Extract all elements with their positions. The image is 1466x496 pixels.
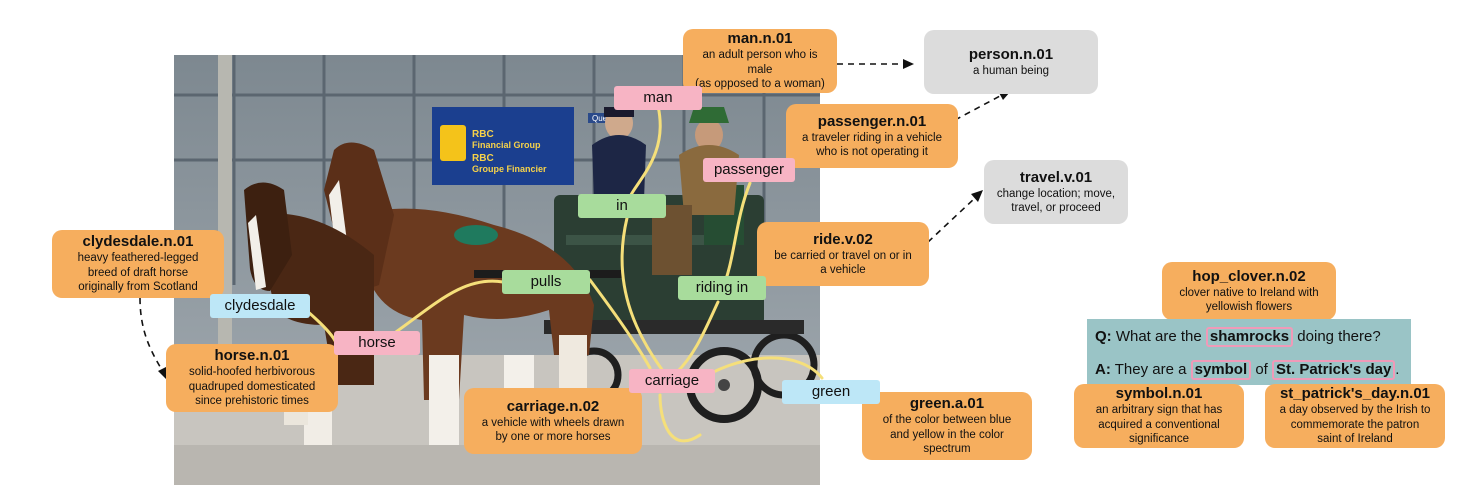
street-sign-text: Queen (592, 114, 616, 123)
edge-man-in (625, 104, 662, 207)
synset-desc: by one or more horses (495, 431, 611, 443)
arrowhead-horse (158, 367, 167, 380)
synset-desc: heavy feathered-legged (77, 252, 199, 265)
synset-title: horse.n.01 (214, 347, 290, 365)
arrowhead-travel (971, 190, 983, 202)
synset-desc: and yellow in the color (890, 428, 1004, 441)
sign-text-2: Financial Group (472, 140, 541, 150)
answer-text-end: . (1395, 361, 1400, 378)
synset-desc: an arbitrary sign that has (1095, 404, 1223, 417)
arrowhead-person (903, 59, 914, 69)
synset-title: person.n.01 (968, 45, 1054, 63)
synset-st-patricks-day: st_patrick's_day.n.01 a day observed by … (1265, 384, 1445, 448)
highlight-st-patricks: St. Patrick's day (1272, 360, 1396, 380)
synset-title: green.a.01 (909, 395, 985, 413)
synset-title: travel.v.01 (1019, 168, 1093, 186)
synset-desc: who is not operating it (816, 146, 928, 158)
synset-desc: a vehicle with wheels drawn (481, 416, 625, 429)
synset-desc: clover native to Ireland with (1179, 286, 1319, 299)
edge-riding-carriage (674, 300, 720, 375)
synset-desc: commemorate the patron (1290, 418, 1420, 431)
synset-desc: breed of draft horse (87, 266, 189, 279)
answer-line: A: They are a symbol of St. Patrick's da… (1095, 360, 1399, 380)
synset-horse: horse.n.01 solid-hoofed herbivorous quad… (166, 344, 338, 412)
synset-title: hop_clover.n.02 (1192, 267, 1306, 285)
hypernym-arrow-clydesdale-horse (139, 297, 163, 371)
question-text-start: What are the (1115, 328, 1202, 345)
synset-desc: travel, or proceed (1011, 202, 1101, 214)
question-text-end: doing there? (1297, 328, 1381, 345)
synset-symbol: symbol.n.01 an arbitrary sign that has a… (1074, 384, 1244, 448)
synset-title: clydesdale.n.01 (82, 233, 194, 251)
synset-desc: of the color between blue (882, 414, 1012, 427)
synset-desc: a vehicle (820, 264, 866, 276)
hypernym-arrow-ride-travel (927, 197, 976, 243)
rbc-sign: RBC Financial Group RBC Groupe Financier (432, 107, 574, 185)
node-passenger: passenger (703, 158, 795, 182)
synset-desc: solid-hoofed herbivorous (189, 366, 315, 379)
synset-title: carriage.n.02 (506, 397, 600, 415)
synset-man: man.n.01 an adult person who is male (as… (683, 29, 837, 93)
synset-desc: significance (1128, 433, 1190, 446)
synset-desc: a human being (972, 64, 1050, 77)
driver-illustration (592, 107, 646, 200)
qa-panel: Q: What are the shamrocks doing there? A… (1087, 319, 1411, 385)
synset-desc: a day observed by the Irish to (1279, 404, 1431, 417)
node-horse: horse (334, 331, 420, 355)
node-clydesdale: clydesdale (210, 294, 310, 318)
synset-desc: saint of Ireland (1317, 433, 1393, 446)
synset-desc: an adult person who is male (702, 49, 818, 76)
synset-desc: be carried or travel on or in (774, 249, 912, 262)
node-riding-in: riding in (678, 276, 766, 300)
synset-passenger: passenger.n.01 a traveler riding in a ve… (786, 104, 958, 168)
synset-desc: (as opposed to a woman) (695, 78, 825, 91)
edge-in-carriage (620, 216, 670, 380)
synset-carriage: carriage.n.02 a vehicle with wheels draw… (464, 388, 642, 454)
node-pulls: pulls (502, 270, 590, 294)
node-in: in (578, 194, 666, 218)
synset-desc: spectrum (923, 443, 971, 456)
answer-text-mid: of (1255, 361, 1268, 378)
synset-title: ride.v.02 (813, 230, 873, 248)
question-line: Q: What are the shamrocks doing there? (1095, 327, 1381, 347)
node-carriage: carriage (629, 369, 715, 393)
synset-desc: quadruped domesticated (188, 380, 316, 393)
synset-desc: yellowish flowers (1205, 301, 1293, 313)
synset-clydesdale: clydesdale.n.01 heavy feathered-legged b… (52, 230, 224, 298)
synset-desc: since prehistoric times (195, 395, 309, 408)
synset-desc: acquired a conventional (1098, 418, 1220, 431)
node-man: man (614, 86, 702, 110)
answer-text-start: They are a (1114, 361, 1187, 378)
synset-green: green.a.01 of the color between blue and… (862, 392, 1032, 460)
synset-title: man.n.01 (727, 30, 793, 48)
sign-text-1: RBC (472, 129, 494, 140)
edge-carriage-synset (658, 393, 702, 443)
synset-desc: a traveler riding in a vehicle (802, 131, 942, 144)
edge-pulls-carriage (588, 278, 652, 370)
highlight-shamrocks: shamrocks (1205, 327, 1294, 347)
highlight-symbol: symbol (1190, 360, 1252, 380)
hypernym-arrow-passenger-person (954, 95, 1001, 121)
synset-ride: ride.v.02 be carried or travel on or in … (757, 222, 929, 286)
synset-title: st_patrick's_day.n.01 (1279, 385, 1431, 403)
synset-person: person.n.01 a human being (924, 30, 1098, 94)
synset-title: symbol.n.01 (1115, 385, 1203, 403)
synset-travel: travel.v.01 change location; move, trave… (984, 160, 1128, 224)
synset-desc: change location; move, (996, 187, 1116, 200)
synset-desc: originally from Scotland (78, 281, 198, 294)
sign-text-3: RBC (472, 153, 494, 164)
answer-label: A: (1095, 361, 1111, 378)
sign-text-4: Groupe Financier (472, 164, 547, 174)
synset-hop-clover: hop_clover.n.02 clover native to Ireland… (1162, 262, 1336, 320)
question-label: Q: (1095, 328, 1112, 345)
edge-passenger-riding (720, 181, 752, 292)
synset-title: passenger.n.01 (817, 112, 927, 130)
node-green: green (782, 380, 880, 404)
